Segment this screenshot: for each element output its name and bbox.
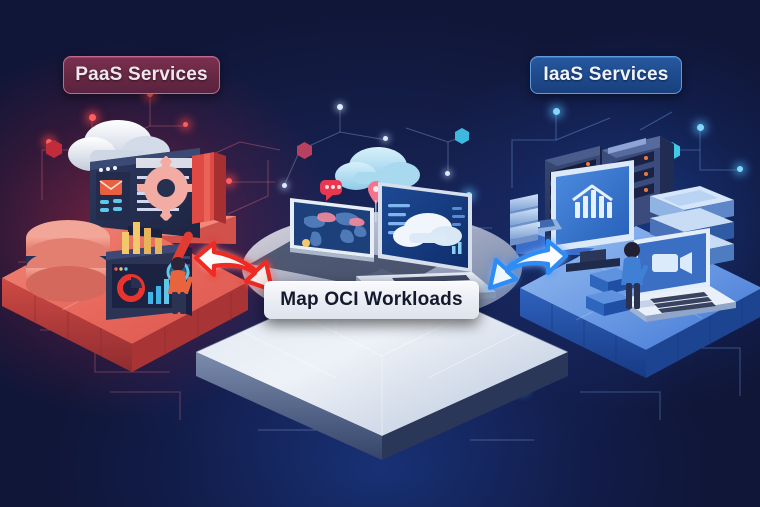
- network-hexagon-cyan: [455, 128, 469, 144]
- laptop-icon: [620, 228, 736, 322]
- database-cylinder-icon: [26, 220, 110, 302]
- network-node-cyan: [553, 108, 560, 115]
- network-node-red: [89, 114, 96, 121]
- network-node-cyan: [697, 124, 704, 131]
- network-node-white: [383, 136, 388, 141]
- bar-chart-icon: [572, 184, 613, 218]
- bar-chart-icon: [122, 222, 162, 254]
- monitor-analytics-icon: [551, 160, 634, 272]
- network-node-white: [445, 171, 450, 176]
- book-stack-icon: [192, 152, 226, 224]
- tablet-world-map-icon: [290, 198, 374, 262]
- storage-stack-icon: [510, 194, 538, 246]
- chat-bubble-icon: [320, 180, 342, 201]
- network-node-cyan: [737, 166, 743, 172]
- mail-envelope-icon: [99, 180, 123, 195]
- network-node-red: [46, 139, 52, 145]
- cloud-icon: [335, 147, 420, 190]
- gear-icon: [137, 156, 195, 221]
- badge-iaas-services[interactable]: IaaS Services: [530, 56, 682, 94]
- network-node-red: [183, 122, 188, 127]
- network-hexagon-red: [297, 142, 312, 159]
- person-figure-right: [621, 242, 649, 309]
- badge-paas-services[interactable]: PaaS Services: [63, 56, 220, 94]
- bar-chart-icon: [148, 279, 169, 304]
- network-node-red: [226, 178, 232, 184]
- bidirectional-arrow-left: [193, 240, 275, 293]
- analytics-box-icon: [106, 222, 192, 320]
- person-figure-left: [168, 257, 193, 314]
- video-icon: [652, 252, 692, 274]
- network-node-white: [282, 183, 287, 188]
- network-node-white: [337, 104, 343, 110]
- bidirectional-arrow-right: [487, 238, 569, 291]
- network-node-red: [147, 91, 153, 97]
- badge-map-oci-workloads[interactable]: Map OCI Workloads: [264, 281, 479, 319]
- donut-chart-icon: [117, 274, 145, 302]
- network-hexagon-red: [46, 140, 62, 158]
